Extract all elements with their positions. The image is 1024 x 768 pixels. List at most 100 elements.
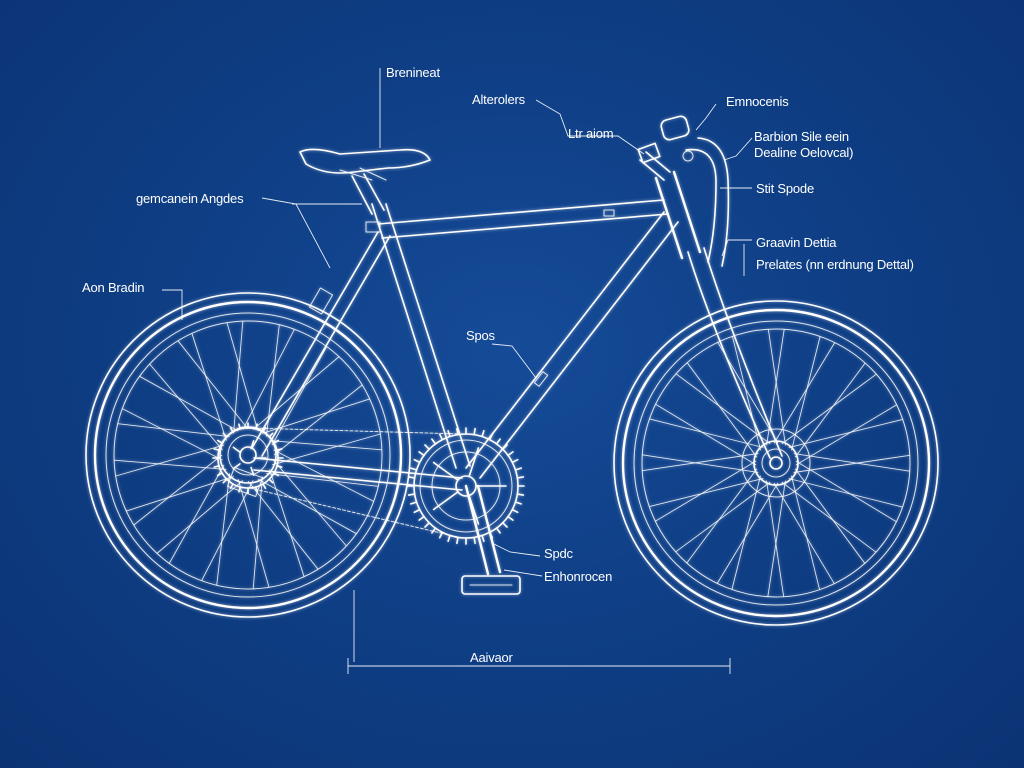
spoke bbox=[773, 482, 835, 584]
label-right-2: Stit Spode bbox=[756, 181, 814, 196]
spoke bbox=[122, 408, 223, 461]
tooth bbox=[262, 483, 267, 490]
tooth bbox=[273, 439, 280, 444]
spoke bbox=[731, 475, 761, 590]
spoke bbox=[266, 472, 379, 487]
spoke bbox=[675, 373, 771, 445]
tooth bbox=[495, 438, 501, 445]
tooth bbox=[511, 458, 519, 464]
spoke bbox=[269, 469, 305, 577]
label-bottom-2: Enhonrocen bbox=[544, 569, 612, 584]
label-left-1: gemcanein Angdes bbox=[136, 191, 244, 206]
tooth bbox=[418, 451, 425, 457]
spoke bbox=[115, 444, 225, 477]
spoke bbox=[767, 480, 786, 597]
spoke bbox=[252, 356, 340, 430]
tooth bbox=[473, 427, 476, 436]
tooth bbox=[276, 464, 283, 468]
label-dimension: Aaivaor bbox=[470, 650, 514, 665]
tooth bbox=[488, 433, 494, 441]
spoke bbox=[149, 363, 223, 451]
spoke bbox=[675, 481, 771, 553]
tooth bbox=[431, 527, 437, 534]
label-right-1a: Barbion Sile eein bbox=[754, 129, 849, 144]
handlebar bbox=[637, 115, 730, 267]
crank-arm-spider bbox=[468, 447, 480, 478]
spoke bbox=[252, 476, 263, 589]
tooth bbox=[473, 536, 476, 545]
tooth bbox=[222, 432, 228, 438]
rear-wheel bbox=[85, 292, 411, 618]
tooth bbox=[213, 464, 220, 468]
tooth bbox=[407, 476, 416, 479]
tooth bbox=[409, 467, 418, 471]
tooth bbox=[511, 508, 519, 514]
tooth bbox=[447, 534, 451, 543]
spoke bbox=[766, 480, 785, 597]
spoke bbox=[788, 418, 903, 449]
label-top-mid: Ltr aiom bbox=[568, 126, 613, 141]
tooth bbox=[507, 515, 514, 521]
tooth bbox=[273, 472, 280, 477]
spoke bbox=[201, 480, 254, 581]
spoke bbox=[788, 478, 903, 508]
tooth bbox=[507, 451, 514, 457]
front-wheel bbox=[613, 300, 939, 626]
spoke bbox=[794, 362, 866, 458]
tooth bbox=[229, 426, 234, 433]
tooth bbox=[501, 521, 508, 528]
spoke bbox=[168, 464, 225, 564]
spoke bbox=[655, 403, 757, 466]
tooth bbox=[413, 508, 421, 514]
label-top-center: Brenineat bbox=[386, 65, 440, 80]
tooth bbox=[481, 534, 485, 543]
cassette-teeth bbox=[212, 422, 284, 494]
front-wheel-spokes bbox=[642, 329, 910, 597]
spoke bbox=[716, 482, 779, 584]
spoke bbox=[791, 336, 821, 451]
spoke bbox=[265, 324, 280, 437]
spoke bbox=[795, 404, 897, 466]
tooth bbox=[514, 467, 523, 471]
crank-arm-spider bbox=[432, 461, 459, 481]
label-center-1: Spos bbox=[466, 328, 496, 343]
spoke bbox=[177, 340, 249, 430]
spoke bbox=[686, 468, 758, 564]
spoke bbox=[247, 480, 319, 570]
tooth bbox=[514, 501, 523, 505]
spoke bbox=[773, 342, 836, 444]
tooth bbox=[447, 429, 451, 438]
tooth bbox=[481, 429, 485, 438]
spoke bbox=[133, 454, 223, 526]
spoke bbox=[257, 478, 357, 535]
label-top-left-small: Alterolers bbox=[472, 92, 526, 107]
spoke bbox=[655, 460, 757, 522]
spoke bbox=[139, 375, 239, 432]
tooth bbox=[501, 444, 508, 451]
tooth bbox=[413, 458, 421, 464]
spoke bbox=[271, 433, 381, 466]
spoke bbox=[767, 329, 786, 446]
tooth bbox=[222, 478, 228, 484]
spoke bbox=[156, 480, 244, 554]
spoke bbox=[237, 478, 270, 588]
spoke bbox=[790, 475, 821, 590]
spoke bbox=[226, 322, 259, 432]
label-left-2: Aon Bradin bbox=[82, 280, 144, 295]
spoke bbox=[191, 333, 227, 441]
crank-arm-spider bbox=[432, 491, 459, 511]
leader-lines bbox=[162, 68, 753, 577]
tooth bbox=[516, 476, 525, 479]
tooth bbox=[276, 448, 283, 452]
spoke bbox=[126, 476, 234, 512]
label-right-3b: Prelates (nn erdnung Dettal) bbox=[756, 257, 914, 272]
saddle bbox=[299, 148, 431, 181]
spoke bbox=[242, 329, 295, 430]
spoke bbox=[794, 468, 866, 564]
spoke bbox=[781, 373, 877, 445]
tooth bbox=[418, 515, 425, 521]
spoke bbox=[233, 321, 244, 434]
label-top-right: Emnocenis bbox=[726, 94, 789, 109]
tooth bbox=[424, 444, 431, 451]
